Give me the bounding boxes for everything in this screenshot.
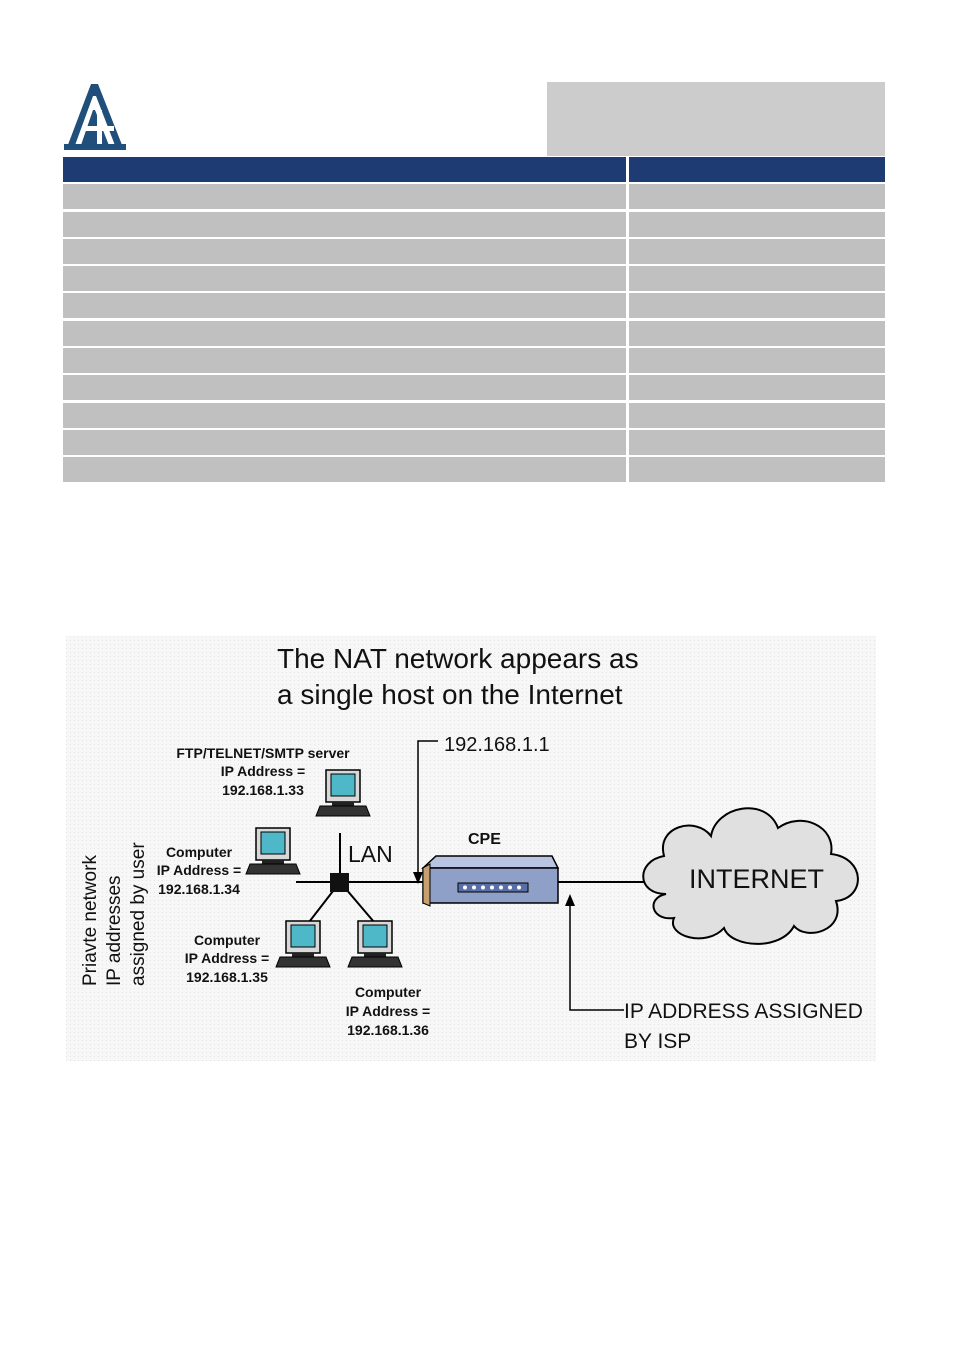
diagram-title-line2: a single host on the Internet [277, 679, 623, 710]
toc-row [63, 184, 885, 210]
toc-row [63, 375, 885, 401]
toc-row [63, 266, 885, 292]
internet-cloud-icon [642, 807, 859, 945]
computer36-label-line2: IP Address = [346, 1003, 430, 1019]
gateway-ip-label: 192.168.1.1 [444, 734, 550, 756]
lan-hub-icon [330, 873, 349, 892]
server-label-line2: IP Address = [221, 763, 305, 779]
cpe-label: CPE [468, 831, 501, 848]
lan-label: LAN [348, 841, 393, 867]
toc-row [63, 320, 885, 346]
isp-label-line2: BY ISP [624, 1030, 691, 1053]
toc-header-row [63, 157, 885, 182]
server-label-line3: 192.168.1.33 [222, 782, 304, 798]
toc-row [63, 348, 885, 374]
computer34-label-line2: IP Address = [157, 862, 241, 878]
computer36-label-line1: Computer [355, 984, 422, 1000]
atlantis-logo-icon [64, 84, 126, 150]
computer34-label-line3: 192.168.1.34 [158, 881, 240, 897]
private-network-label-line1: Priavte network [80, 855, 101, 986]
toc-row [63, 402, 885, 428]
computer35-label-line1: Computer [194, 932, 261, 948]
computer35-label-line2: IP Address = [185, 950, 269, 966]
private-network-label-line3: assigned by user [128, 842, 149, 986]
toc-row [63, 429, 885, 455]
server-label-line1: FTP/TELNET/SMTP server [176, 745, 350, 761]
internet-label: INTERNET [689, 864, 824, 894]
header-gray-box [547, 82, 885, 156]
isp-label-line1: IP ADDRESS ASSIGNED [624, 1000, 863, 1023]
cpe-router-icon [421, 855, 560, 907]
toc-row [63, 293, 885, 319]
toc-row [63, 457, 885, 483]
private-network-label-line2: IP addresses [104, 875, 125, 986]
toc-row [63, 238, 885, 264]
nat-diagram: The NAT network appears as a single host… [66, 636, 876, 1061]
computer34-label-line1: Computer [166, 844, 233, 860]
diagram-title-line1: The NAT network appears as [277, 643, 639, 674]
computer35-label-line3: 192.168.1.35 [186, 969, 268, 985]
computer36-label-line3: 192.168.1.36 [347, 1022, 429, 1038]
toc-table [63, 157, 885, 483]
toc-row [63, 211, 885, 237]
